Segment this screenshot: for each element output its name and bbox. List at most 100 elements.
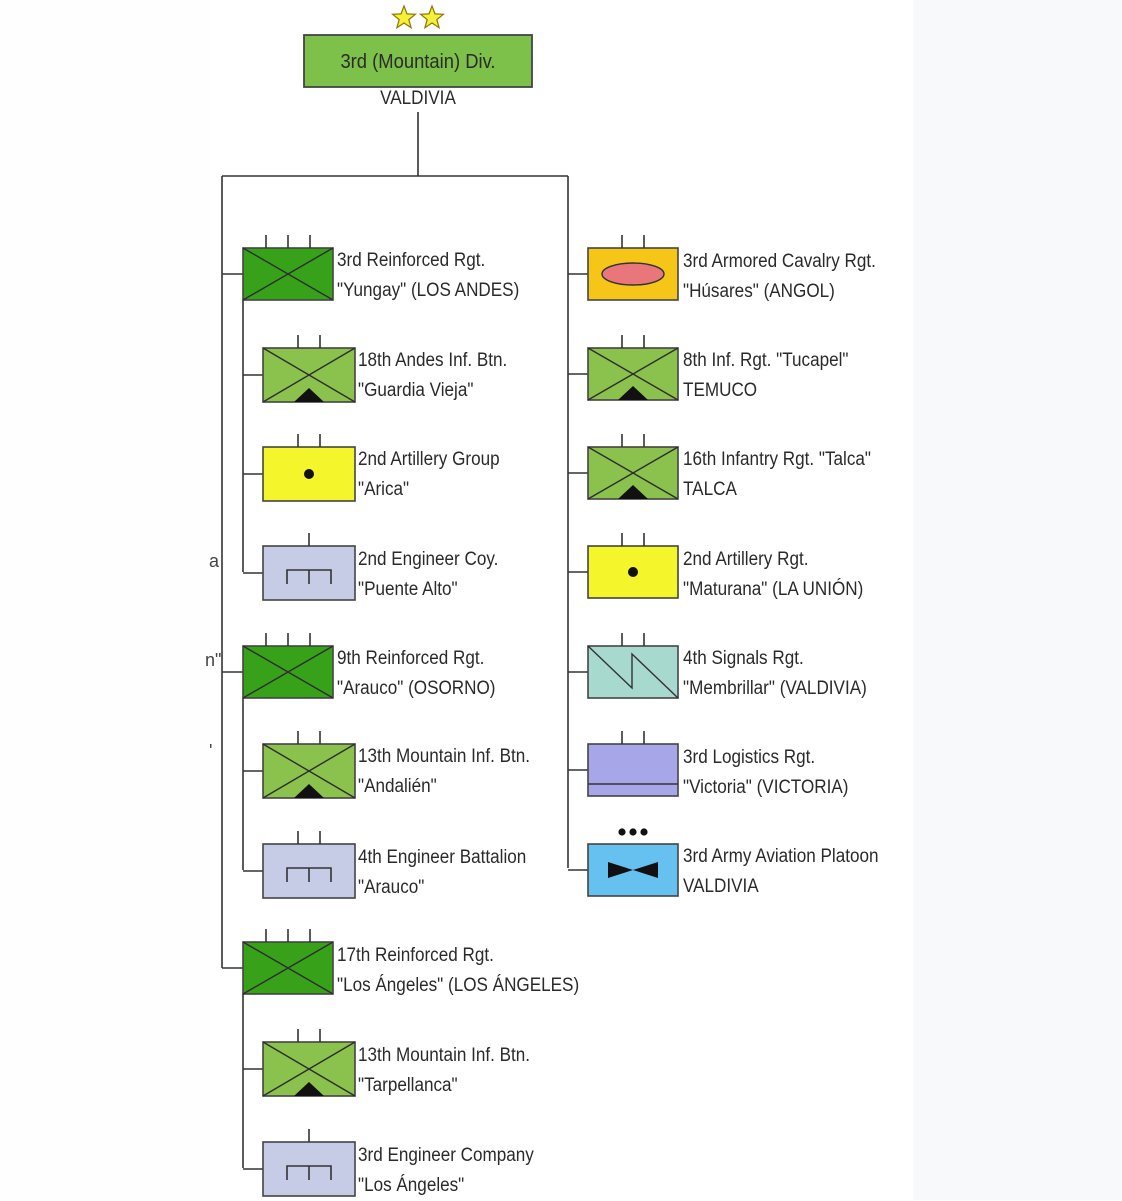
unit-label-los-angeles-engineers: 3rd Engineer Company "Los Ángeles" bbox=[358, 1141, 534, 1201]
unit-name: 3rd Engineer Company bbox=[358, 1145, 534, 1166]
artillery-symbol bbox=[262, 446, 356, 502]
regiment-echelon-icon bbox=[621, 335, 645, 348]
infantry-cross-line bbox=[587, 446, 679, 500]
unit-name: 2nd Engineer Coy. bbox=[358, 549, 499, 570]
division-frame bbox=[303, 34, 533, 88]
regiment-echelon-icon bbox=[265, 633, 311, 646]
aviation-symbol bbox=[587, 843, 679, 897]
unit-label-tarpellanca-battalion: 13th Mountain Inf. Btn. "Tarpellanca" bbox=[358, 1041, 530, 1101]
unit-subname: "Guardia Vieja" bbox=[358, 380, 474, 401]
unit-subname: "Puente Alto" bbox=[358, 579, 458, 600]
division-location: VALDIVIA bbox=[380, 88, 456, 109]
logistics-symbol bbox=[587, 743, 679, 797]
unit-name: 13th Mountain Inf. Btn. bbox=[358, 1045, 531, 1066]
infantry-cross-line bbox=[262, 347, 356, 403]
aviation-wing-icon bbox=[608, 862, 633, 878]
unit-frame bbox=[587, 743, 679, 797]
unit-label-puente-alto-engineers: 2nd Engineer Coy. "Puente Alto" bbox=[358, 545, 498, 605]
regiment-echelon-icon bbox=[265, 929, 311, 942]
unit-label-victoria-logistics: 3rd Logistics Rgt. "Victoria" (VICTORIA) bbox=[683, 743, 848, 803]
battalion-echelon-icon bbox=[297, 335, 321, 348]
unit-frame bbox=[587, 645, 679, 699]
unit-label-maturana-artillery: 2nd Artillery Rgt. "Maturana" (LA UNIÓN) bbox=[683, 545, 863, 605]
unit-subname: VALDIVIA bbox=[683, 876, 759, 897]
clipped-text-fragment: n" bbox=[205, 650, 222, 670]
mountain-infantry-battalion-symbol bbox=[262, 743, 356, 799]
unit-label-los-angeles-regiment: 17th Reinforced Rgt. "Los Ángeles" (LOS … bbox=[337, 941, 579, 1001]
unit-label-talca-regiment: 16th Infantry Rgt. "Talca" TALCA bbox=[683, 445, 871, 505]
unit-label-membrillar-signals: 4th Signals Rgt. "Membrillar" (VALDIVIA) bbox=[683, 644, 867, 704]
artillery-dot-icon bbox=[304, 469, 314, 479]
infantry-cross-line bbox=[262, 743, 356, 799]
battalion-echelon-icon bbox=[297, 831, 321, 844]
mountain-infantry-battalion-symbol bbox=[262, 347, 356, 403]
unit-subname: "Victoria" (VICTORIA) bbox=[683, 777, 849, 798]
infantry-cross-line bbox=[242, 941, 334, 995]
unit-label-tucapel-regiment: 8th Inf. Rgt. "Tucapel" TEMUCO bbox=[683, 346, 849, 406]
unit-subname: TEMUCO bbox=[683, 380, 758, 401]
unit-label-arauco-engineers: 4th Engineer Battalion "Arauco" bbox=[358, 843, 526, 903]
regiment-echelon-icon bbox=[621, 533, 645, 546]
unit-label-arica-artillery: 2nd Artillery Group "Arica" bbox=[358, 445, 500, 505]
regiment-echelon-icon bbox=[265, 235, 311, 248]
unit-subname: "Arauco" (OSORNO) bbox=[337, 678, 496, 699]
unit-name: 9th Reinforced Rgt. bbox=[337, 648, 485, 669]
regiment-echelon-icon bbox=[621, 235, 645, 248]
unit-name: 4th Signals Rgt. bbox=[683, 648, 804, 669]
unit-name: 2nd Artillery Group bbox=[358, 449, 500, 470]
clipped-text-fragment: ' bbox=[209, 741, 213, 761]
engineer-symbol bbox=[262, 1141, 356, 1197]
aviation-wing-icon bbox=[633, 862, 658, 878]
mountain-infantry-regiment-symbol bbox=[587, 347, 679, 401]
unit-name: 4th Engineer Battalion bbox=[358, 847, 527, 868]
unit-subname: TALCA bbox=[683, 479, 737, 500]
unit-name: 13th Mountain Inf. Btn. bbox=[358, 746, 531, 767]
unit-label-aviation-platoon: 3rd Army Aviation Platoon VALDIVIA bbox=[683, 842, 879, 902]
unit-name: 3rd Reinforced Rgt. bbox=[337, 250, 486, 271]
unit-subname: "Tarpellanca" bbox=[358, 1075, 458, 1096]
mountain-icon bbox=[294, 388, 324, 402]
rank-star-icon bbox=[418, 4, 446, 30]
mountain-infantry-regiment-symbol bbox=[587, 446, 679, 500]
unit-label-arauco-regiment: 9th Reinforced Rgt. "Arauco" (OSORNO) bbox=[337, 644, 495, 704]
mountain-icon bbox=[618, 386, 648, 400]
unit-label-yungay-regiment: 3rd Reinforced Rgt. "Yungay" (LOS ANDES) bbox=[337, 246, 519, 306]
platoon-echelon-dot-icon bbox=[629, 828, 637, 836]
mountain-icon bbox=[294, 784, 324, 798]
left-margin bbox=[0, 0, 211, 1200]
unit-label-andalien-battalion: 13th Mountain Inf. Btn. "Andalién" bbox=[358, 742, 530, 802]
rank-star-icon bbox=[390, 4, 418, 30]
infantry-regiment-symbol bbox=[242, 247, 334, 301]
signals-symbol bbox=[587, 645, 679, 699]
unit-subname: "Andalién" bbox=[358, 776, 437, 797]
mountain-infantry-battalion-symbol bbox=[262, 1041, 356, 1097]
unit-subname: "Maturana" (LA UNIÓN) bbox=[683, 579, 864, 600]
unit-name: 16th Infantry Rgt. "Talca" bbox=[683, 449, 871, 470]
unit-label-husares-cavalry: 3rd Armored Cavalry Rgt. "Húsares" (ANGO… bbox=[683, 247, 876, 307]
unit-subname: "Yungay" (LOS ANDES) bbox=[337, 280, 520, 301]
armored-cavalry-symbol bbox=[587, 247, 679, 301]
unit-label-guardia-vieja-battalion: 18th Andes Inf. Btn. "Guardia Vieja" bbox=[358, 346, 507, 406]
engineer-symbol bbox=[262, 545, 356, 601]
battalion-echelon-icon bbox=[297, 1029, 321, 1042]
unit-name: 17th Reinforced Rgt. bbox=[337, 945, 494, 966]
unit-subname: "Húsares" (ANGOL) bbox=[683, 281, 835, 302]
infantry-cross-line bbox=[587, 347, 679, 401]
unit-subname: "Arauco" bbox=[358, 877, 425, 898]
regiment-echelon-icon bbox=[621, 633, 645, 646]
platoon-echelon-dot-icon bbox=[618, 828, 626, 836]
platoon-echelon-dot-icon bbox=[640, 828, 648, 836]
engineer-symbol bbox=[262, 843, 356, 899]
artillery-symbol bbox=[587, 545, 679, 599]
unit-subname: "Los Ángeles" bbox=[358, 1175, 465, 1196]
battalion-echelon-icon bbox=[297, 434, 321, 447]
infantry-regiment-symbol bbox=[242, 645, 334, 699]
clipped-text-fragment: a bbox=[209, 551, 220, 571]
unit-name: 18th Andes Inf. Btn. bbox=[358, 350, 508, 371]
mountain-icon bbox=[294, 1082, 324, 1096]
infantry-regiment-symbol bbox=[242, 941, 334, 995]
signals-lightning-icon bbox=[587, 645, 679, 699]
unit-subname: "Arica" bbox=[358, 479, 410, 500]
division-title: 3rd (Mountain) Div. bbox=[340, 51, 496, 73]
